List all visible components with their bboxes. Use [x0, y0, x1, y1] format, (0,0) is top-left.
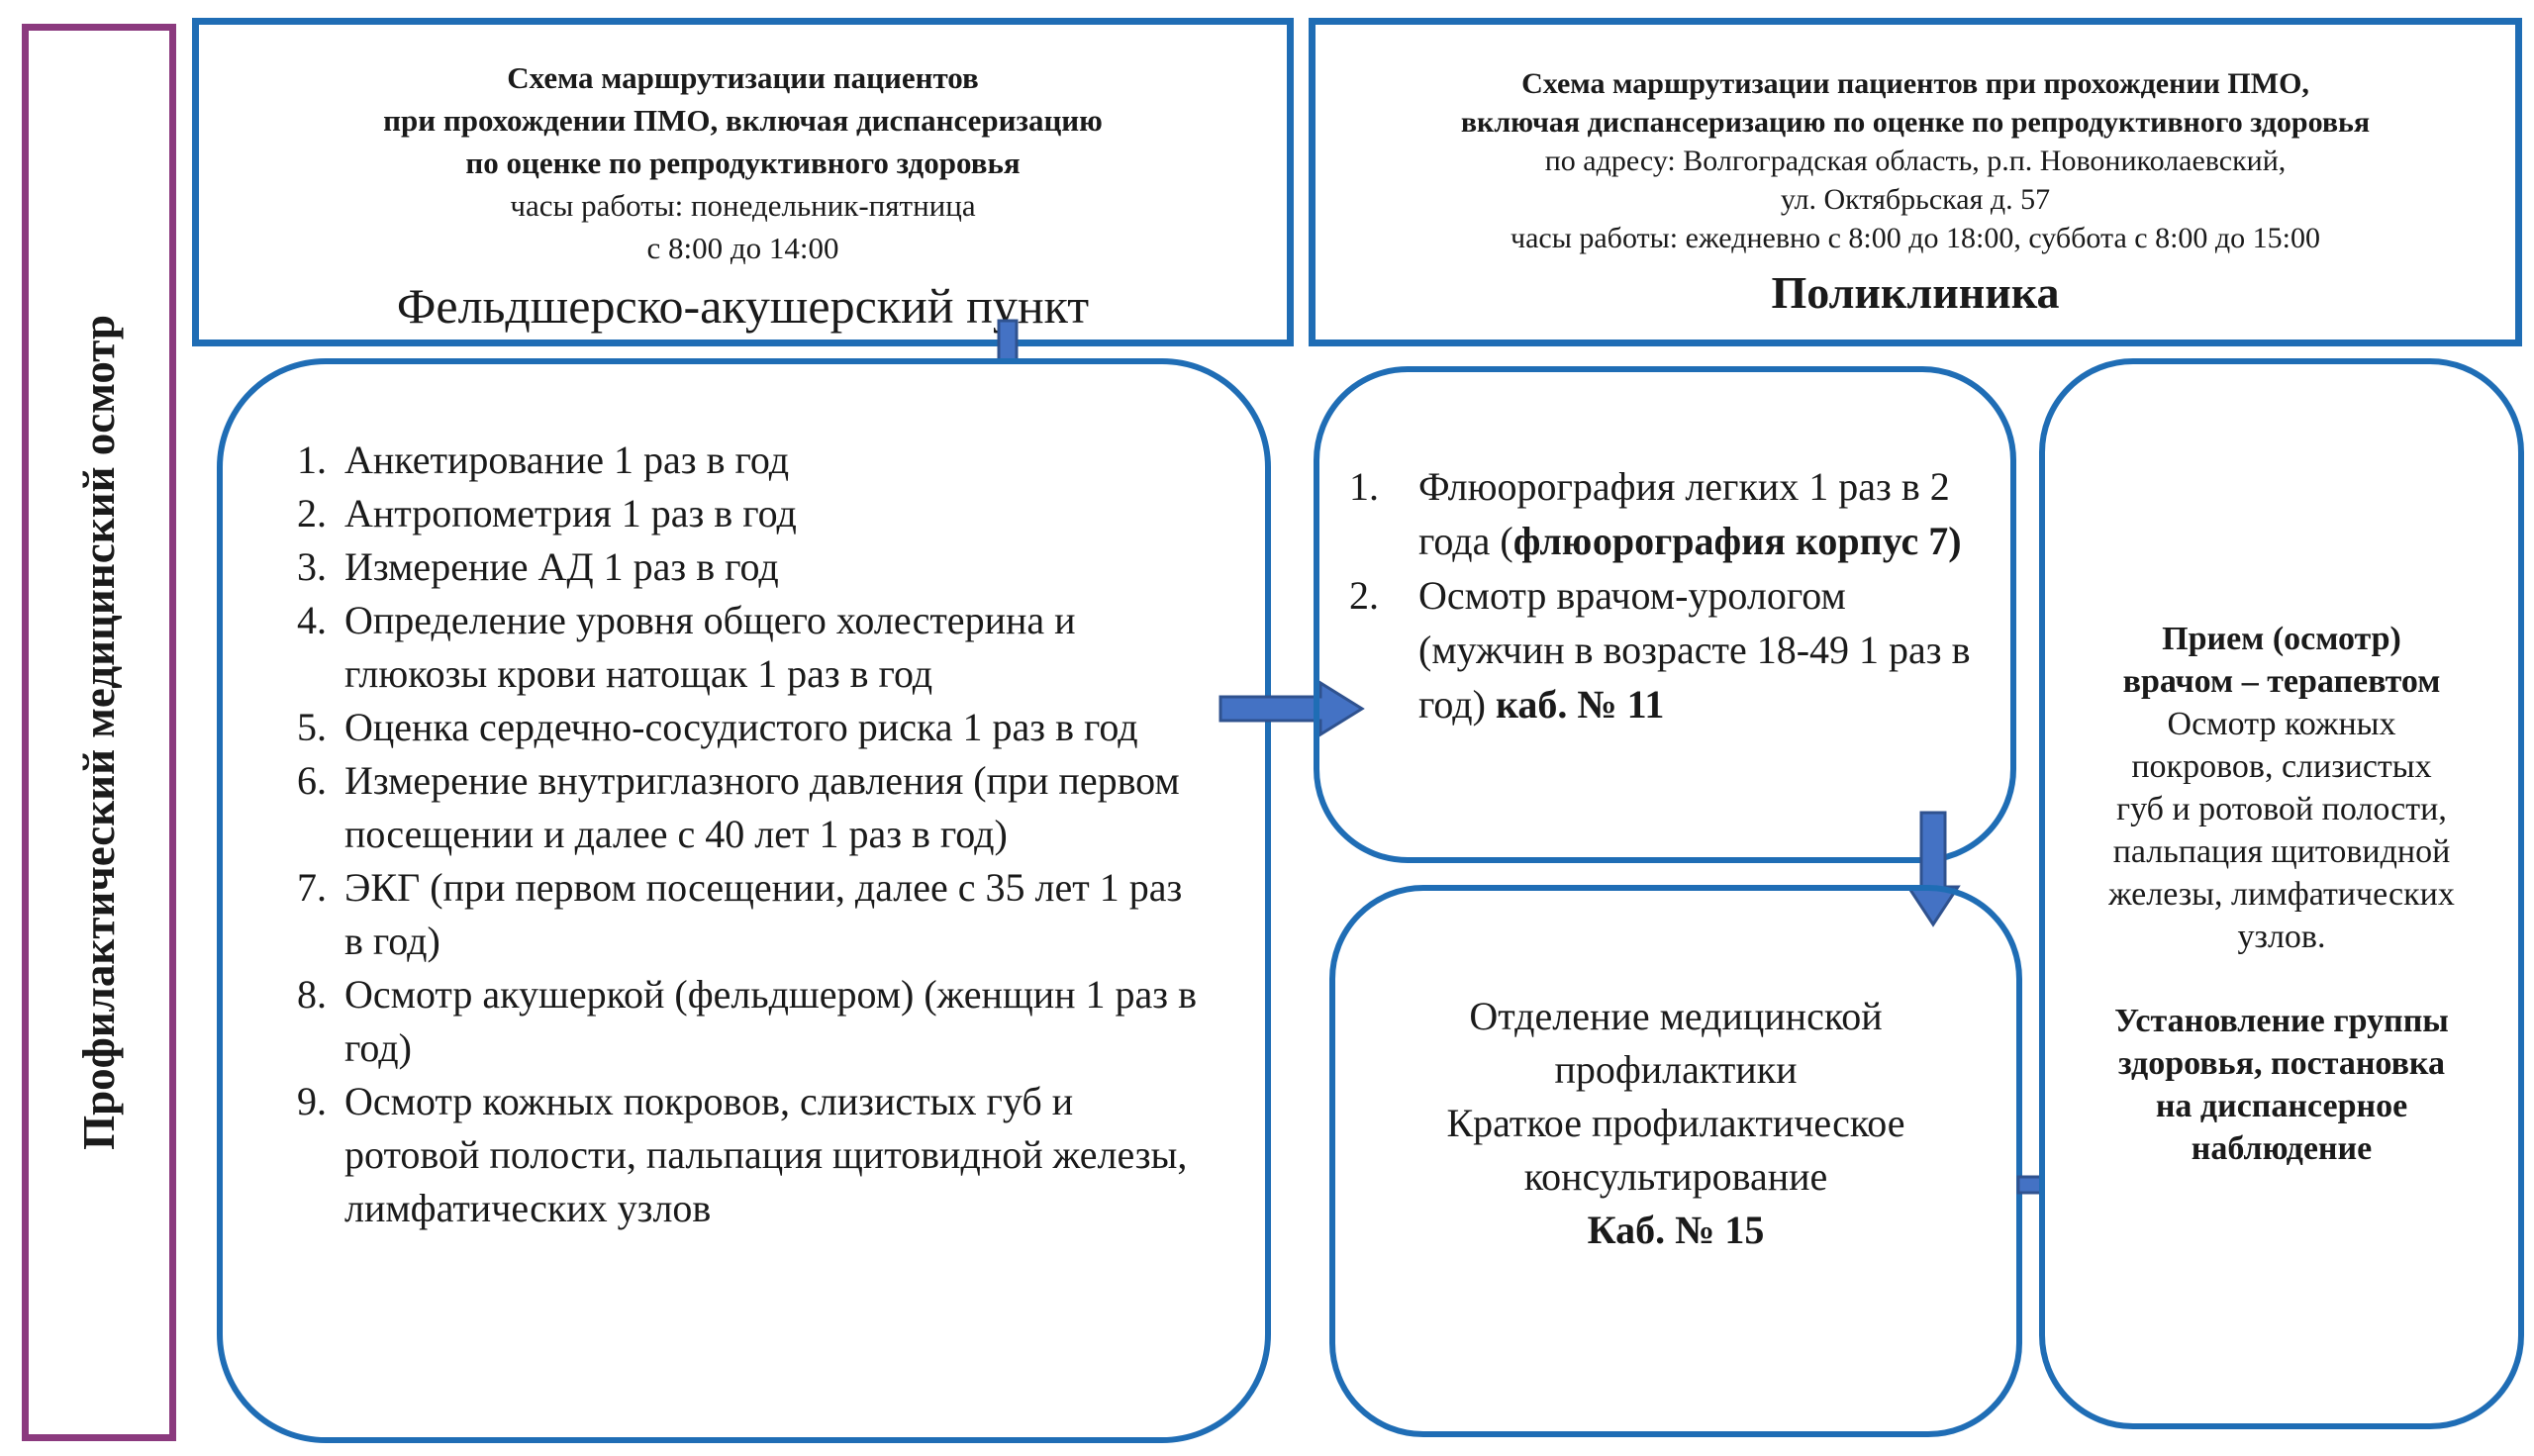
- fap-services-list: 1.Анкетирование 1 раз в год 2.Антропомет…: [297, 434, 1208, 1235]
- fluorography-list: 1. Флюорография легких 1 раз в 2 года (ф…: [1349, 459, 1983, 731]
- fap-header-line: Схема маршрутизации пациентов: [507, 60, 979, 95]
- side-title: Профилактический медицинский осмотр: [74, 315, 124, 1150]
- list-item: 3.Измерение АД 1 раз в год: [297, 544, 779, 589]
- fap-services-box: 1.Анкетирование 1 раз в год 2.Антропомет…: [217, 358, 1271, 1443]
- side-title-frame: Профилактический медицинский осмотр: [22, 24, 176, 1441]
- therapist-text: Прием (осмотр) врачом – терапевтом Осмот…: [2108, 621, 2455, 1167]
- list-item: 1. Флюорография легких 1 раз в 2 года (ф…: [1349, 464, 1962, 563]
- list-item: 9.Осмотр кожных покровов, слизистых губ …: [297, 1079, 1188, 1230]
- fap-header-box: Схема маршрутизации пациентов при прохож…: [192, 18, 1294, 346]
- cabinet-label: Каб. № 15: [1587, 1208, 1765, 1252]
- list-item: 2.Антропометрия 1 раз в год: [297, 491, 797, 535]
- prevention-department-box: Отделение медицинской профилактики Кратк…: [1329, 885, 2022, 1437]
- therapist-box: Прием (осмотр) врачом – терапевтом Осмот…: [2039, 358, 2524, 1429]
- right-arrow: [1218, 680, 1365, 737]
- list-item: 2. Осмотр врачом-урологом (мужчин в возр…: [1349, 573, 1971, 727]
- list-item: 7.ЭКГ (при первом посещении, далее с 35 …: [297, 865, 1183, 963]
- list-item: 5.Оценка сердечно-сосудистого риска 1 ра…: [297, 705, 1138, 749]
- list-item: 1.Анкетирование 1 раз в год: [297, 437, 790, 482]
- fap-hours-line: с 8:00 до 14:00: [646, 231, 839, 265]
- poli-address-line: ул. Октябрьская д. 57: [1780, 183, 2051, 216]
- list-item: 6.Измерение внутриглазного давления (при…: [297, 758, 1180, 856]
- fap-hours-line: часы работы: понедельник-пятница: [510, 188, 976, 223]
- fluorography-urology-box: 1. Флюорография легких 1 раз в 2 года (ф…: [1314, 366, 2016, 863]
- fap-name: Фельдшерско-акушерский пункт: [396, 278, 1090, 334]
- poli-hours-line: часы работы: ежедневно с 8:00 до 18:00, …: [1510, 222, 2321, 254]
- fap-header-line: по оценке по репродуктивного здоровья: [465, 146, 1021, 180]
- polyclinic-name: Поликлиника: [1771, 267, 2060, 318]
- poli-header-line: включая диспансеризацию по оценке по реп…: [1460, 106, 2371, 139]
- list-item: 8.Осмотр акушеркой (фельдшером) (женщин …: [297, 972, 1197, 1070]
- list-item: 4.Определение уровня общего холестерина …: [297, 598, 1076, 696]
- poli-header-line: Схема маршрутизации пациентов при прохож…: [1521, 67, 2309, 100]
- prevention-department-text: Отделение медицинской профилактики Кратк…: [1335, 990, 2016, 1257]
- poli-address-line: по адресу: Волгоградская область, р.п. Н…: [1544, 145, 2287, 177]
- polyclinic-header-box: Схема маршрутизации пациентов при прохож…: [1309, 18, 2522, 346]
- fap-header-line: при прохождении ПМО, включая диспансериз…: [383, 103, 1103, 138]
